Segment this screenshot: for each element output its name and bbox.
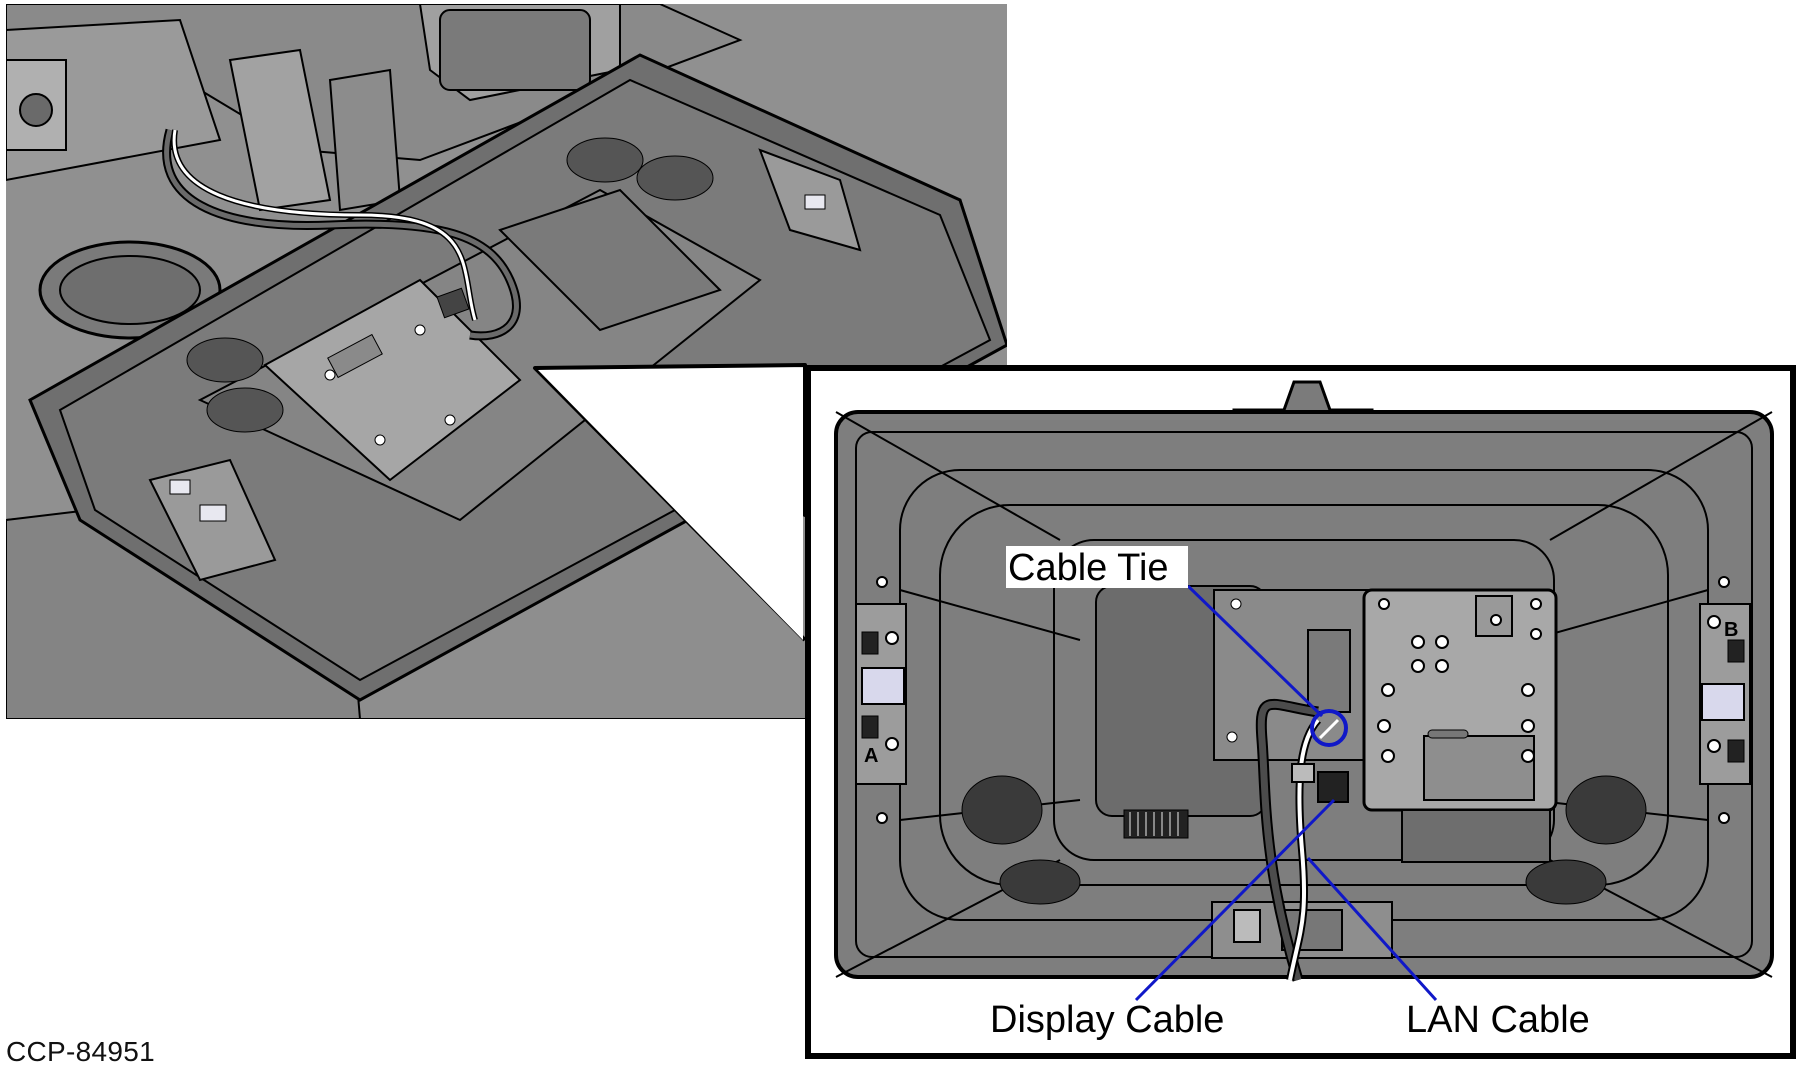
display-cable-perspective-fill <box>164 129 519 339</box>
mount-plate-screw <box>444 414 456 426</box>
cable-connector <box>436 287 470 319</box>
cable-tie-leader <box>1186 584 1324 718</box>
cable-tie-highlight <box>1310 709 1348 747</box>
bracket-clip <box>1727 739 1745 763</box>
panel-screw <box>1230 598 1242 610</box>
speaker-grill <box>636 155 714 201</box>
bracket-clip <box>199 504 227 522</box>
perspective-view <box>6 4 1007 719</box>
bracket-screw <box>885 737 899 751</box>
mount-slot <box>327 333 383 379</box>
oval-cutout-inner <box>59 255 201 325</box>
bezel-screws <box>876 576 1730 824</box>
speaker-grill <box>186 337 264 383</box>
display-cable-label: Display Cable <box>990 999 1224 1041</box>
cable-tie-label-bg <box>1006 546 1188 588</box>
lan-cable-fill <box>1288 718 1320 981</box>
mount-slot <box>1427 729 1469 739</box>
bracket-clip <box>861 667 905 705</box>
bracket-clip <box>1727 639 1745 663</box>
display-cable-leader <box>1134 798 1336 1002</box>
magnify-wedge-fill <box>538 368 803 640</box>
bracket-screw <box>885 631 899 645</box>
mount-screws <box>1377 598 1542 763</box>
lan-cable-label: LAN Cable <box>1406 999 1590 1041</box>
mount-plate-screw <box>324 369 336 381</box>
display-recess <box>498 188 722 332</box>
mount-latch <box>1423 735 1535 801</box>
cable-connector <box>1317 771 1349 803</box>
bracket-clip <box>169 479 191 495</box>
cable-tie-label: Cable Tie <box>1008 547 1169 589</box>
mount-plate-screw <box>414 324 426 336</box>
lan-cable-perspective-fill <box>172 129 477 321</box>
speaker-grill <box>566 137 644 183</box>
bracket-screw <box>1707 615 1721 629</box>
speaker-grill-right <box>1525 775 1647 905</box>
cable-connector <box>1291 763 1315 783</box>
lan-cable-leader <box>1306 856 1438 1002</box>
bracket-clip <box>804 194 826 210</box>
left-plate-hole <box>19 93 53 127</box>
display-cable-fill <box>1257 700 1319 982</box>
detail-inset: A B <box>805 365 1796 1059</box>
bracket-letter-a: A <box>864 745 878 767</box>
figure-id-label: CCP-84951 <box>6 1036 156 1067</box>
bracket-clip <box>861 715 879 739</box>
speaker-grill-left <box>961 775 1081 905</box>
bottom-port <box>1233 909 1261 943</box>
plate-base <box>1401 809 1551 863</box>
vent-slot-lines <box>1129 812 1179 836</box>
bracket-clip <box>861 631 879 655</box>
top-bracket <box>439 9 591 91</box>
column-post <box>228 48 332 212</box>
mount-plate <box>263 278 522 482</box>
mount-plate-screw <box>374 434 386 446</box>
cable-tie-mark <box>1318 718 1340 740</box>
speaker-grill <box>206 387 284 433</box>
bracket-letter-b: B <box>1724 619 1738 641</box>
left-plate <box>6 59 67 151</box>
bracket-screw <box>1707 739 1721 753</box>
center-column <box>328 68 402 212</box>
panel-screw <box>1226 731 1238 743</box>
bracket-clip <box>1701 683 1745 721</box>
connector-port <box>1307 629 1351 713</box>
